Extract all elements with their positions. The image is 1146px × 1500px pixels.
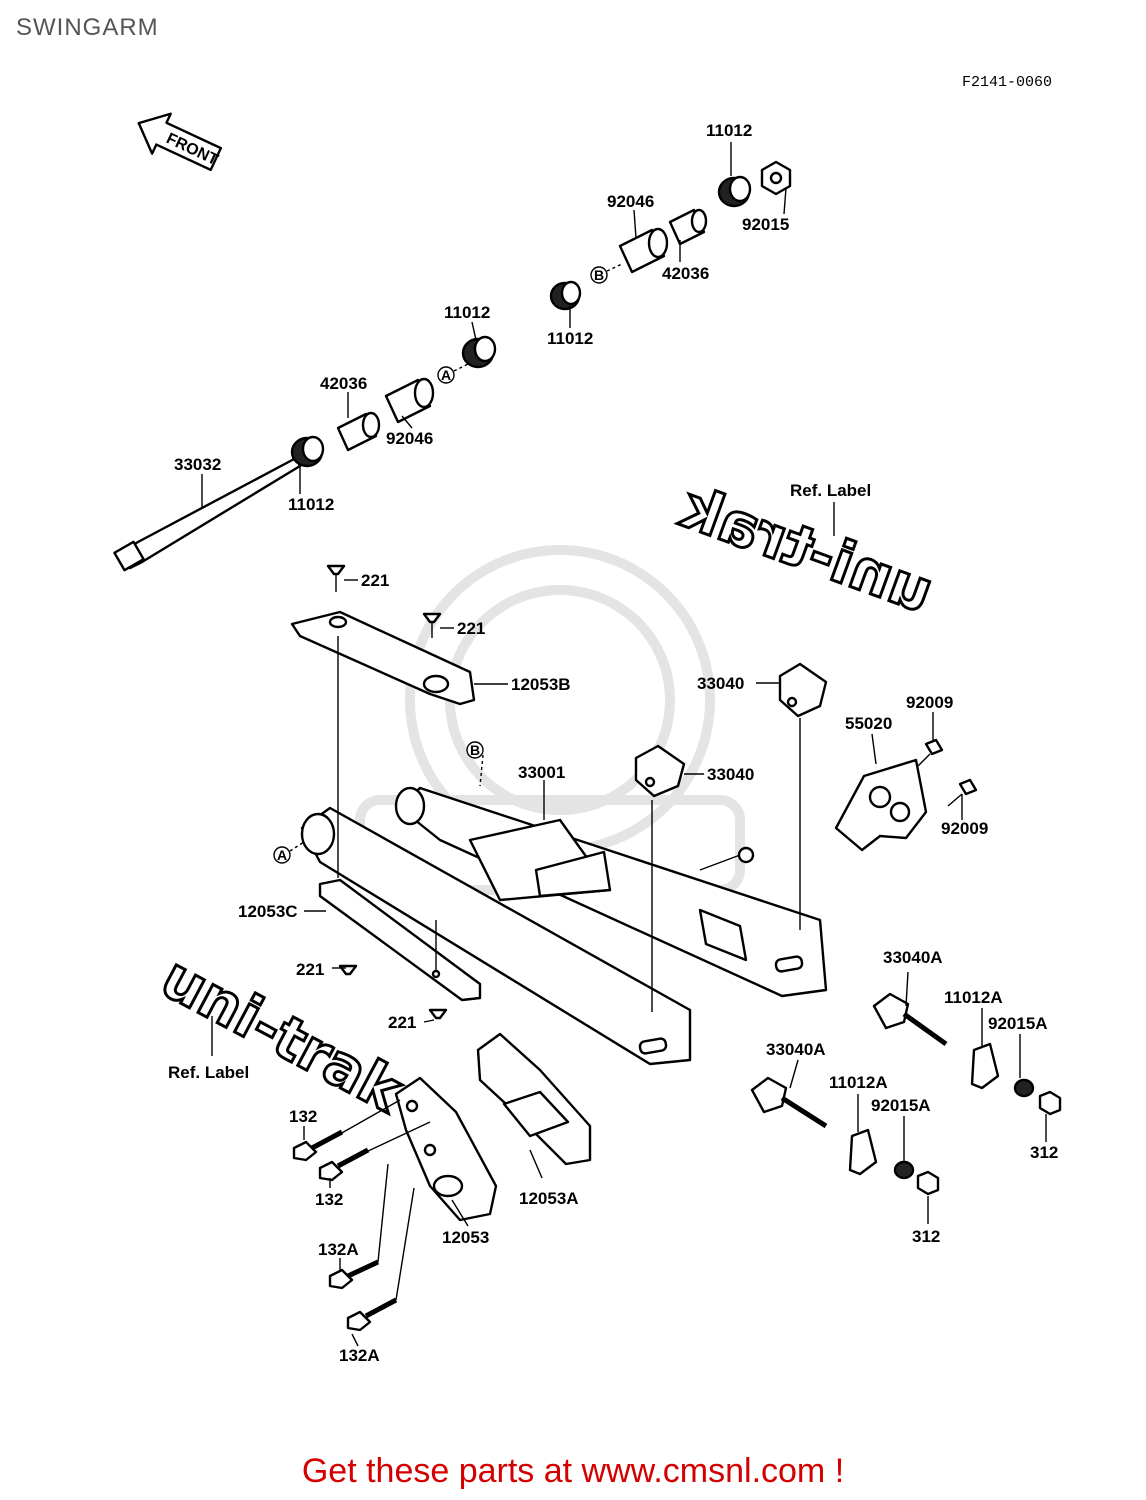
part-label-92015-top: 92015 xyxy=(742,215,789,234)
part-label-132-lower: 132 xyxy=(315,1190,343,1209)
part-label-11012-mid: 11012 xyxy=(444,303,490,322)
part-label-42036-lower: 42036 xyxy=(320,374,367,393)
part-label-11012-top: 11012 xyxy=(706,121,752,140)
callout-b-upper: B xyxy=(590,266,608,284)
svg-text:A: A xyxy=(441,367,451,383)
part-label-33032: 33032 xyxy=(174,455,221,474)
part-label-33001: 33001 xyxy=(518,763,565,782)
chain-adjuster-block-33040-mid xyxy=(634,744,686,798)
part-label-132-upper: 132 xyxy=(289,1107,317,1126)
diagram-code: F2141-0060 xyxy=(962,74,1053,91)
part-label-42036-upper: 42036 xyxy=(662,264,709,283)
part-label-12053: 12053 xyxy=(442,1228,489,1247)
nut-92015A-lower xyxy=(893,1160,915,1180)
part-label-33040A-lower: 33040A xyxy=(766,1040,826,1059)
chain-guard-12053 xyxy=(394,1076,498,1222)
bearing-11012-mid xyxy=(461,335,497,369)
part-label-92009-lower: 92009 xyxy=(941,819,988,838)
sleeve-92046-lower xyxy=(384,377,435,424)
screw-221-b xyxy=(422,612,442,638)
decal-lower-text: uni-trak xyxy=(151,943,414,1126)
screw-221-c xyxy=(338,964,358,976)
part-label-92015A-upper: 92015A xyxy=(988,1014,1048,1033)
nut-92015A-upper xyxy=(1013,1078,1035,1098)
callout-a-swingarm: A xyxy=(273,846,291,864)
collar-42036-lower xyxy=(336,411,381,452)
page-title: SWINGARM xyxy=(16,14,159,41)
bolt-92009-upper xyxy=(917,738,944,767)
callout-b-swingarm: B xyxy=(466,741,484,759)
part-label-92046-lower: 92046 xyxy=(386,429,433,448)
part-label-132A-lower: 132A xyxy=(339,1346,380,1365)
nut-312-lower xyxy=(916,1170,940,1196)
screw-221-a xyxy=(326,564,346,592)
plate-11012A-upper xyxy=(970,1042,1000,1090)
part-label-312-upper: 312 xyxy=(1030,1143,1058,1162)
chain-guide-12053C xyxy=(318,878,482,1002)
collar-42036-upper xyxy=(668,208,708,246)
part-label-12053C: 12053C xyxy=(238,902,298,921)
part-label-92046-upper: 92046 xyxy=(607,192,654,211)
ref-label-upper: Ref. Label xyxy=(790,481,871,500)
sleeve-92046-upper xyxy=(618,227,669,274)
bolt-132-lower xyxy=(318,1147,370,1182)
bolt-132A-lower xyxy=(346,1297,398,1332)
front-arrow-icon: FRONT xyxy=(137,112,223,172)
part-label-55020: 55020 xyxy=(845,714,892,733)
bearing-11012-top xyxy=(717,175,752,208)
part-label-221-c: 221 xyxy=(296,960,324,979)
decal-uni-trak-lower: uni-trak xyxy=(149,942,415,1128)
adjuster-33040A-lower xyxy=(750,1076,828,1129)
part-label-221-b: 221 xyxy=(457,619,485,638)
part-label-33040A-upper: 33040A xyxy=(883,948,943,967)
nut-92015-top xyxy=(760,160,792,196)
ref-label-lower: Ref. Label xyxy=(168,1063,249,1082)
part-label-221-d: 221 xyxy=(388,1013,416,1032)
footer-link[interactable]: Get these parts at www.cmsnl.com ! xyxy=(301,1452,845,1490)
nut-312-upper xyxy=(1038,1090,1062,1116)
part-label-12053B: 12053B xyxy=(511,675,571,694)
svg-text:A: A xyxy=(277,847,287,863)
screw-221-d xyxy=(428,1008,448,1020)
bolt-132A-upper xyxy=(328,1259,380,1290)
bearing-11012-left xyxy=(290,435,325,468)
part-label-92015A-lower: 92015A xyxy=(871,1096,931,1115)
swingarm-33001 xyxy=(300,786,828,1066)
part-label-33040-top: 33040 xyxy=(697,674,744,693)
plate-11012A-lower xyxy=(848,1128,878,1176)
part-label-11012-upper-right: 11012 xyxy=(547,329,593,348)
part-label-11012-left: 11012 xyxy=(288,495,334,514)
chain-guard-12053A xyxy=(476,1032,592,1166)
pivot-shaft-33032 xyxy=(113,456,302,572)
part-label-33040-mid: 33040 xyxy=(707,765,754,784)
part-label-12053A: 12053A xyxy=(519,1189,579,1208)
part-label-132A-upper: 132A xyxy=(318,1240,359,1259)
bracket-55020 xyxy=(834,758,928,852)
bearing-11012-upper xyxy=(549,280,582,311)
part-label-92009-upper: 92009 xyxy=(906,693,953,712)
bolt-132-upper xyxy=(292,1129,344,1162)
part-label-312-lower: 312 xyxy=(912,1227,940,1246)
chain-adjuster-block-33040-top xyxy=(778,662,828,718)
chain-guide-12053B xyxy=(290,610,476,706)
svg-text:B: B xyxy=(470,742,480,758)
part-label-221-a: 221 xyxy=(361,571,389,590)
bolt-92009-lower xyxy=(947,778,978,807)
part-label-11012A-upper: 11012A xyxy=(944,988,1003,1007)
callout-a-upper: A xyxy=(437,366,455,384)
adjuster-33040A-upper xyxy=(872,992,948,1047)
svg-text:B: B xyxy=(594,267,604,283)
part-label-11012A-lower: 11012A xyxy=(829,1073,888,1092)
